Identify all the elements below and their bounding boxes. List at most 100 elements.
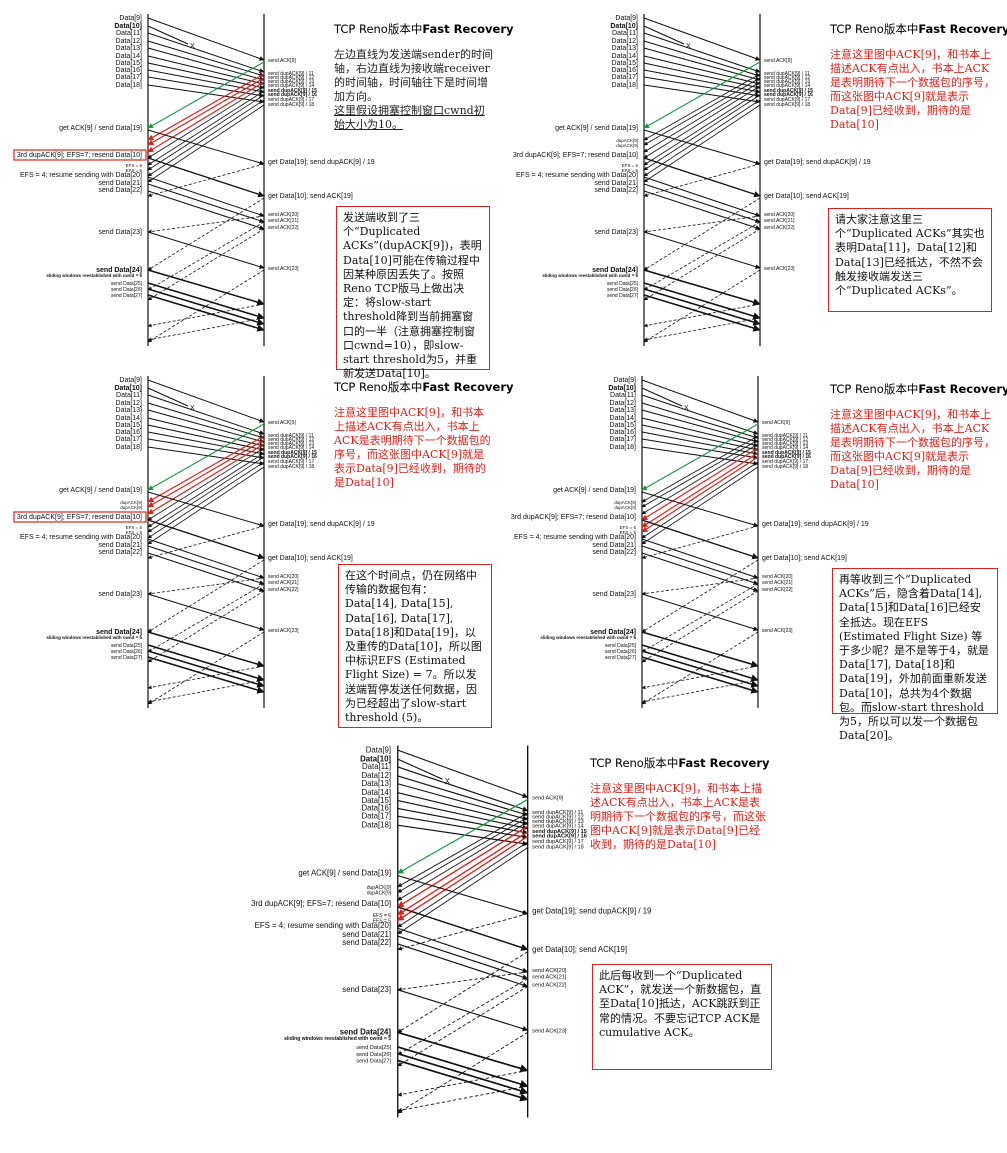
receiver-label-ack20: send ACK[20] [532,968,567,974]
sender-label-efs6: EFS = 6 [620,525,637,530]
receiver-dupack-12: send dupACK[9] / 12 [268,75,314,81]
sender-label-efs6: EFS = 6 [622,163,639,168]
panel-1-box: 发送端收到了三个“Duplicated ACKs”(dupACK[9])，表明D… [336,206,490,380]
sender-label-data-14: Data[14] [116,53,143,60]
receiver-label-ack21: send ACK[21] [762,580,793,586]
sender-label-dupack9-a: dupACK[9] [120,500,142,505]
sender-label-data-12: Data[12] [610,400,637,407]
ack-24-arrow [147,303,265,328]
data-segment-14 [641,417,759,448]
sender-label-dupack9-b: dupACK[9] [616,143,638,148]
receiver-label-ack23: send ACK[23] [764,266,795,272]
data-segment-20 [643,176,761,217]
receiver-dupack-11: send dupACK[9] / 11 [268,71,314,77]
sender-label-send25: send Data[25] [356,1045,391,1051]
receiver-dupack-16: send dupACK[9] / 16 [762,454,811,460]
data-segment-23 [641,593,759,632]
sender-label-get-ack9: get ACK[9] / send Data[19] [59,487,142,494]
receiver-dupack-14: send dupACK[9] / 14 [268,445,314,451]
sender-label-send22: send Data[22] [594,187,638,194]
receiver-label-get19: get Data[19]; send dupACK[9] / 19 [532,907,651,916]
sender-label-data-13: Data[13] [612,45,639,52]
sender-label-data-13: Data[13] [361,779,391,788]
data-segment-12 [643,40,761,78]
ack-22-arrow [147,228,265,301]
receiver-dupack-16: send dupACK[9] / 16 [268,454,317,460]
sender-label-third-dupack: 3rd dupACK[9]; EFS=7; resend Data[10] [513,152,638,159]
third-dupack-highlight [13,149,147,161]
sender-label-third-dupack: 3rd dupACK[9]; EFS=7; resend Data[10] [251,899,391,908]
sender-label-efs4: EFS = 4; resume sending with Data[20] [516,172,638,179]
data-segment-23 [397,989,529,1032]
receiver-dupack-16: send dupACK[9] / 16 [268,92,317,98]
receiver-label-ack21: send ACK[21] [532,975,567,981]
dupack-arrow-17 [641,461,759,539]
data-segment-9 [147,379,265,423]
sender-label-data-10: Data[10] [610,23,638,30]
ack-23-arrow [643,269,761,343]
receiver-dupack-17: send dupACK[9] / 17 [762,459,808,465]
data-segment-19 [641,491,759,528]
dupack-arrow-16 [147,456,265,533]
data-segment-16 [643,69,761,94]
data-segment-16 [641,431,759,456]
panel-5-red-note: 注意这里图中ACK[9]，和书本上描述ACK有点出入，书本上ACK是表明期待下一… [590,782,766,851]
dupack-arrow-15 [147,452,265,528]
panel-2-red-note: 注意这里图中ACK[9]，和书本上描述ACK有点出入，书本上ACK是表明期待下一… [830,48,995,131]
receiver-dupack-17: send dupACK[9] / 17 [764,97,810,103]
sender-label-data-15: Data[15] [612,60,639,67]
sender-label-send27: send Data[27] [356,1059,391,1065]
sender-label-efs5: EFS = 5 [373,919,392,925]
receiver-label-ack23: send ACK[23] [268,266,299,272]
dupack-arrow-16 [397,835,529,921]
data-segment-25 [643,282,761,320]
lost-data-10 [147,25,189,45]
ack-25-arrow [641,679,759,704]
dupack-arrow-13 [643,81,761,153]
ack-22-arrow [397,986,528,1067]
sender-label-data-16: Data[16] [612,67,639,74]
sender-label-data-13: Data[13] [116,45,143,52]
panel-1-intro: 左边直线为发送端sender的时间轴，右边直线为接收端receiver的时间轴，… [334,48,494,131]
ack-25-arrow [397,1085,528,1113]
data-segment-10-resend [641,519,759,560]
lost-mark: X [445,777,451,786]
dupack-arrow-13 [397,821,528,901]
sender-label-data-15: Data[15] [610,422,637,429]
ack-19-arrow [147,559,265,633]
sender-label-get-ack9: get ACK[9] / send Data[19] [298,869,391,878]
sender-label-data-17: Data[17] [116,74,143,81]
sender-label-data-16: Data[16] [361,804,391,813]
sender-label-send21: send Data[21] [342,930,391,939]
data-segment-23 [147,593,265,632]
sender-label-third-dupack: 3rd dupACK[9]; EFS=7; resend Data[10] [511,514,636,521]
data-segment-10-resend [147,157,265,198]
data-segment-19 [643,129,761,166]
dupack-arrow-16 [643,94,761,171]
dupack-19-arrow [147,525,265,559]
sender-label-data-17: Data[17] [610,436,637,443]
receiver-ack-9: send ACK[9] [268,58,296,64]
ack-21-arrow [643,221,761,291]
receiver-dupack-14: send dupACK[9] / 14 [762,445,808,451]
receiver-label-ack22: send ACK[22] [762,587,793,593]
sender-label-send23: send Data[23] [98,229,142,236]
sender-label-sliding: sliding windows reestablished with cwnd … [46,635,142,640]
dupack-arrow-17 [147,99,265,177]
lost-mark: X [684,405,689,412]
ack-24-arrow [147,665,265,690]
data-segment-22 [641,552,759,592]
sender-label-efs4: EFS = 4; resume sending with Data[20] [20,534,142,541]
data-segment-26 [397,1052,529,1095]
sender-label-send26: send Data[26] [111,649,143,655]
dupack-19-arrow [147,163,265,197]
ack-23-arrow [397,1032,528,1114]
data-segment-18 [643,84,761,104]
receiver-label-get19: get Data[19]; send dupACK[9] / 19 [762,521,869,528]
data-segment-11 [147,394,265,435]
dupack-19-arrow [641,525,759,559]
ack-25-arrow [643,317,761,342]
data-segment-18 [641,446,759,466]
dupack-arrow-14 [147,447,265,521]
receiver-dupack-11: send dupACK[9] / 11 [764,71,810,77]
